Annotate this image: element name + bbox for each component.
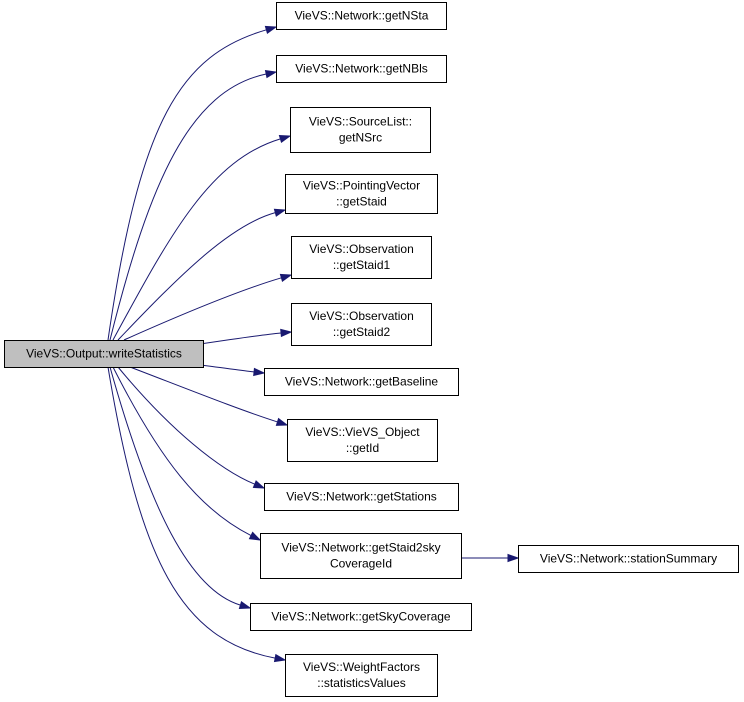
node-label: VieVS::Observation — [309, 309, 414, 323]
arrowhead-getNBls — [264, 70, 278, 79]
node-label: getNSrc — [339, 131, 382, 145]
node-box — [276, 55, 447, 83]
function-node-stationSummary[interactable]: VieVS::Network::stationSummary — [518, 545, 739, 573]
node-box — [276, 2, 447, 30]
edge-root-to-getNSta — [107, 25, 278, 341]
edge-root-to-statisticsValues — [107, 366, 287, 663]
edge-line-getBaseline — [199, 364, 255, 373]
node-label: ::getStaid — [336, 195, 387, 209]
edge-root-to-getSkyCoverage — [109, 366, 252, 610]
node-box — [250, 603, 472, 631]
edge-line-getStaid2 — [199, 332, 282, 345]
node-box — [285, 174, 438, 214]
node-label: ::getStaid1 — [333, 258, 391, 272]
arrowhead-getStaid — [273, 208, 287, 217]
edge-getStaid2skyCoverageId-to-stationSummary — [461, 553, 520, 563]
arrowhead-getId — [275, 417, 289, 426]
edge-line-getId — [129, 366, 278, 423]
node-box — [291, 236, 432, 279]
edge-root-to-getStations — [117, 366, 266, 489]
edge-line-getStations — [117, 366, 255, 485]
arrowhead-getStaid2skyCoverageId — [248, 531, 262, 541]
node-label: VieVS::Network::getNSta — [295, 9, 429, 23]
edge-line-getStaid — [117, 212, 276, 341]
function-node-getStaid[interactable]: VieVS::PointingVector::getStaid — [285, 174, 438, 214]
node-label: VieVS::SourceList:: — [309, 115, 412, 129]
root-function-node[interactable]: VieVS::Output::writeStatistics — [4, 340, 204, 368]
arrowhead-getStations — [252, 480, 266, 489]
function-node-getBaseline[interactable]: VieVS::Network::getBaseline — [264, 368, 459, 396]
function-node-getStaid1[interactable]: VieVS::Observation::getStaid1 — [291, 236, 432, 279]
arrowhead-getStaid1 — [279, 273, 293, 282]
function-node-statisticsValues[interactable]: VieVS::WeightFactors::statisticsValues — [285, 654, 438, 697]
edge-line-statisticsValues — [107, 366, 276, 659]
node-label: CoverageId — [330, 557, 392, 571]
edge-line-getSkyCoverage — [109, 366, 241, 606]
node-label: VieVS::WeightFactors — [303, 660, 420, 674]
node-box — [260, 533, 462, 579]
edge-root-to-getId — [129, 366, 289, 426]
node-label: VieVS::Network::getStations — [286, 490, 437, 504]
node-label: VieVS::Network::stationSummary — [540, 552, 717, 566]
function-node-getSkyCoverage[interactable]: VieVS::Network::getSkyCoverage — [250, 603, 472, 631]
function-node-getNBls[interactable]: VieVS::Network::getNBls — [276, 55, 447, 83]
node-label: VieVS::VieVS_Object — [305, 425, 420, 439]
node-box — [4, 340, 204, 368]
node-box — [285, 654, 438, 697]
node-box — [264, 483, 459, 511]
edge-line-getNSrc — [112, 138, 281, 341]
node-box — [290, 107, 431, 153]
edge-root-to-getStaid — [117, 208, 287, 341]
call-edges — [107, 25, 520, 663]
node-box — [291, 303, 432, 346]
arrowhead-getNSta — [264, 25, 278, 34]
edge-root-to-getNSrc — [112, 134, 292, 341]
edge-line-getNBls — [109, 73, 267, 341]
node-label: VieVS::PointingVector — [303, 179, 420, 193]
arrowhead-getStaid2 — [280, 328, 293, 338]
function-node-getNSrc[interactable]: VieVS::SourceList::getNSrc — [290, 107, 431, 153]
function-node-getStations[interactable]: VieVS::Network::getStations — [264, 483, 459, 511]
node-label: VieVS::Network::getNBls — [295, 62, 428, 76]
edge-root-to-getStaid1 — [123, 273, 293, 341]
function-node-getStaid2[interactable]: VieVS::Observation::getStaid2 — [291, 303, 432, 346]
node-box — [264, 368, 459, 396]
edge-line-getNSta — [107, 29, 267, 341]
function-node-getNSta[interactable]: VieVS::Network::getNSta — [276, 2, 447, 30]
node-label: VieVS::Observation — [309, 242, 414, 256]
arrowhead-getBaseline — [253, 367, 266, 377]
node-label: VieVS::Network::getBaseline — [285, 375, 439, 389]
function-node-getId[interactable]: VieVS::VieVS_Object::getId — [287, 419, 438, 462]
node-label: ::getStaid2 — [333, 325, 391, 339]
arrowhead-getSkyCoverage — [238, 600, 252, 610]
node-label: VieVS::Network::getStaid2sky — [281, 541, 440, 555]
node-label: ::statisticsValues — [317, 676, 405, 690]
arrowhead-getNSrc — [278, 134, 292, 144]
edge-root-to-getStaid2 — [199, 328, 293, 345]
node-label: VieVS::Network::getSkyCoverage — [271, 610, 451, 624]
edge-root-to-getStaid2skyCoverageId — [112, 366, 262, 541]
arrowhead-statisticsValues — [273, 653, 287, 663]
edge-line-getStaid2skyCoverageId — [112, 366, 252, 536]
node-box — [518, 545, 739, 573]
call-nodes: VieVS::Output::writeStatisticsVieVS::Net… — [4, 2, 739, 697]
edge-root-to-getBaseline — [199, 364, 266, 377]
edge-line-getStaid1 — [123, 277, 282, 341]
node-box — [287, 419, 438, 462]
edge-root-to-getNBls — [109, 70, 278, 341]
node-label: ::getId — [346, 441, 379, 455]
arrowhead-stationSummary — [507, 553, 520, 563]
node-label: VieVS::Output::writeStatistics — [26, 347, 182, 361]
